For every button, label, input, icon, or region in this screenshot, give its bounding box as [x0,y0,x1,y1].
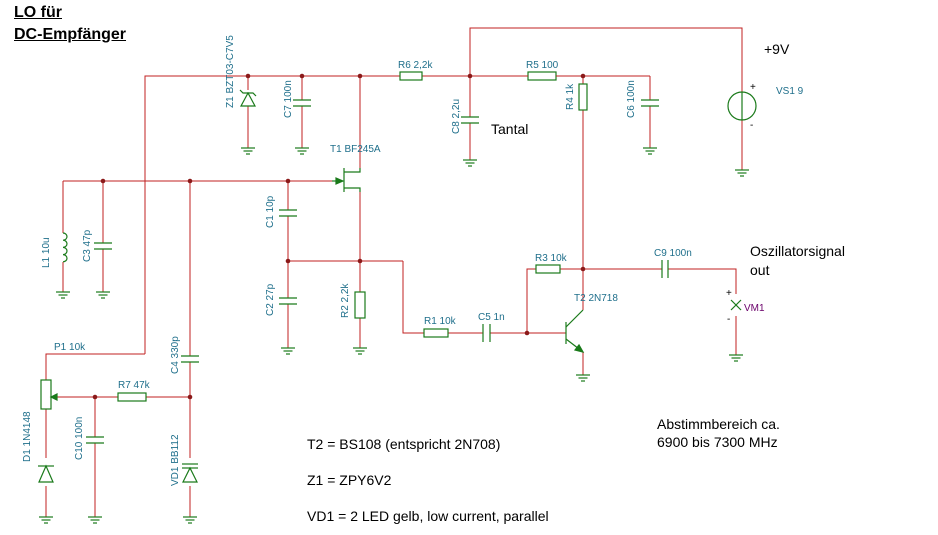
r6-resistor [399,71,423,81]
r6-label: R6 2,2k [398,60,433,71]
resistors [40,71,588,410]
vm1-label: VM1 [744,303,765,314]
z1-zener-diode [239,89,257,107]
osz-label-line-1: Oszillatorsignal [750,243,845,259]
c10-label: C10 100n [74,417,85,460]
r5-resistor [527,71,557,81]
r2-label: R2 2,2k [340,283,351,318]
abstimmbereich-line-2: 6900 bis 7300 MHz [657,434,778,450]
t2-npn-transistor [565,309,585,353]
ground-symbols [39,147,749,524]
vd1-varicap-diode [182,463,198,483]
r2-resistor [354,291,366,319]
r7-label: R7 47k [118,380,151,391]
t1-jfet-transistor [332,168,361,192]
title-line-1: LO für [14,4,62,21]
ground-icon [39,516,53,524]
r5-label: R5 100 [526,60,559,71]
r3-resistor [535,264,561,274]
c3-label: C3 47p [82,229,93,262]
r4-resistor [578,83,588,111]
ground-icon [241,147,255,155]
z1-note: Z1 = ZPY6V2 [307,472,392,488]
tantal-label: Tantal [491,121,528,137]
c5-label: C5 1n [478,312,505,323]
c1-label: C1 10p [265,195,276,228]
c4-label: C4 330p [170,336,181,374]
vd1-note: VD1 = 2 LED gelb, low current, parallel [307,508,549,524]
c7-label: C7 100n [283,80,294,118]
ground-icon [353,347,367,355]
r1-resistor [423,328,449,338]
ground-icon [56,291,70,299]
d1-diode [38,464,54,483]
c9-label: C9 100n [654,248,692,259]
wires [45,27,743,517]
ground-icon [463,159,477,167]
t1-label: T1 BF245A [330,144,381,155]
c6-label: C6 100n [626,80,637,118]
ground-icon [729,354,743,362]
ground-icon [88,516,102,524]
capacitors [86,99,669,444]
title-line-2: DC-Empfänger [14,26,127,43]
ground-icon [643,147,657,155]
abstimmbereich-line-1: Abstimmbereich ca. [657,416,780,432]
vs1-plus-sign: + [750,82,756,93]
p1-label: P1 10k [54,342,86,353]
vm1-probe [730,299,742,311]
c2-label: C2 27p [265,283,276,316]
vs1-voltage-source [727,91,757,121]
vm1-plus-sign: + [726,288,732,299]
vs1-minus-sign: - [750,120,753,131]
vs1-label: VS1 9 [776,86,804,97]
p1-potentiometer [40,379,52,410]
plus-9v-label: +9V [764,41,790,57]
t2-label: T2 2N718 [574,293,618,304]
vm1-minus-sign: - [727,314,730,325]
l1-label: L1 10u [41,237,52,268]
ground-icon [183,516,197,524]
t2-note: T2 = BS108 (entspricht 2N708) [307,436,501,452]
r4-label: R4 1k [565,83,576,110]
osz-label-line-2: out [750,262,770,278]
l1-inductor [62,232,68,263]
d1-label: D1 1N4148 [22,411,33,462]
ground-icon [281,347,295,355]
r7-resistor [117,392,147,402]
vd1-label: VD1 BB112 [170,434,181,486]
ground-icon [295,147,309,155]
junction-dots [92,73,586,400]
ground-icon [735,169,749,177]
ground-icon [576,374,590,382]
p1-wiper-arrow [49,393,58,401]
r1-label: R1 10k [424,316,457,327]
r3-label: R3 10k [535,253,568,264]
ground-icon [96,291,110,299]
c8-label: C8 2,2u [451,99,462,134]
z1-label: Z1 BZT03-C7V5 [225,35,236,108]
